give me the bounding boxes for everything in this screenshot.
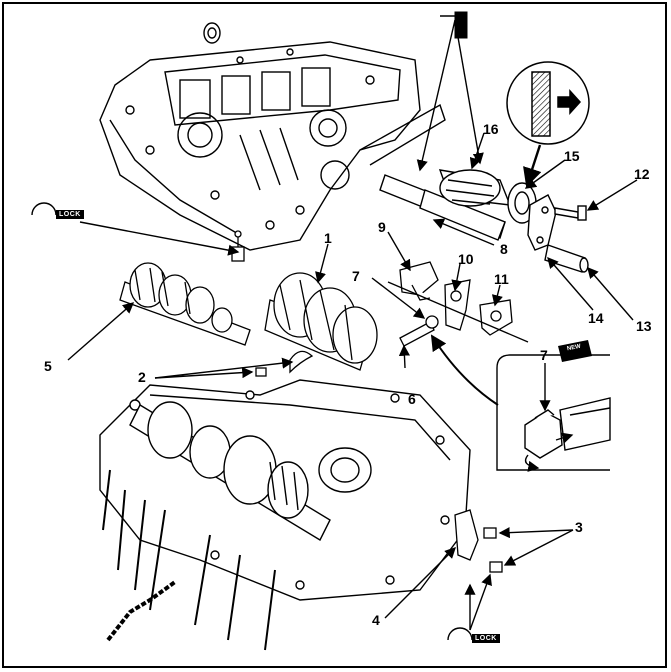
- callout-3: 3: [575, 519, 583, 535]
- bearing-detail-inset: [506, 61, 590, 188]
- driveshaft: [264, 272, 378, 371]
- callout-1: 1: [324, 230, 332, 246]
- callout-10: 10: [458, 251, 474, 267]
- callout-6: 6: [408, 391, 416, 407]
- shift-shaft-detail-inset: [496, 354, 611, 472]
- upper-crankcase: [99, 22, 446, 251]
- lock-tag-bottom: LOCK: [472, 634, 500, 643]
- cam-chain: [106, 580, 177, 642]
- callout-5: 5: [44, 358, 52, 374]
- callout-7-inset: 7: [540, 347, 548, 363]
- callout-8: 8: [500, 241, 508, 257]
- shift-drum-assembly: [379, 169, 589, 273]
- callout-14: 14: [588, 310, 604, 326]
- callout-15: 15: [564, 148, 580, 164]
- leader-lines: [67, 19, 638, 631]
- lock-symbols: [31, 202, 473, 641]
- shift-forks: [387, 261, 529, 347]
- callout-2: 2: [138, 369, 146, 385]
- callout-11: 11: [494, 271, 509, 287]
- callout-16: 16: [483, 121, 499, 137]
- callout-13: 13: [636, 318, 652, 334]
- crankshaft: [129, 401, 331, 541]
- callout-4: 4: [372, 612, 380, 628]
- crankcase-studs: [102, 469, 276, 651]
- lock-tag-top: LOCK: [56, 210, 84, 219]
- callout-7-top: 7: [352, 268, 360, 284]
- grease-icon: [440, 11, 468, 39]
- oil-seal-plate: [454, 509, 503, 573]
- callout-12: 12: [634, 166, 650, 182]
- callout-9: 9: [378, 219, 386, 235]
- countershaft: [119, 262, 251, 346]
